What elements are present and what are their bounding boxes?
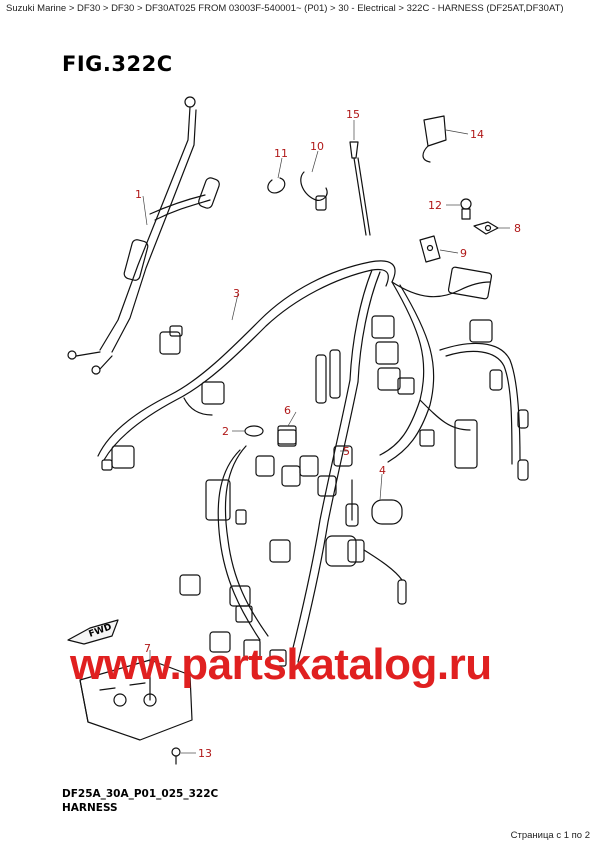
- callout-5: 5: [343, 445, 350, 458]
- page-indicator: Страница с 1 по 2: [510, 830, 590, 841]
- main-harness-part: [97, 260, 521, 663]
- callout-10: 10: [310, 140, 324, 153]
- callout-15: 15: [346, 108, 360, 121]
- callout-4: 4: [379, 464, 386, 477]
- callout-3: 3: [233, 287, 240, 300]
- callout-14: 14: [470, 128, 484, 141]
- callout-8: 8: [514, 222, 521, 235]
- harness-connectors: [101, 266, 529, 667]
- battery-cable-part: [67, 96, 220, 375]
- callout-1: 1: [135, 188, 142, 201]
- watermark: www.partskatalog.ru: [70, 640, 492, 689]
- figure-caption: HARNESS: [62, 802, 118, 814]
- callout-13: 13: [198, 747, 212, 760]
- callout-12: 12: [428, 199, 442, 212]
- callout-7: 7: [144, 642, 151, 655]
- figure-reference: DF25A_30A_P01_025_322C: [62, 788, 219, 800]
- callout-9: 9: [460, 247, 467, 260]
- callout-6: 6: [284, 404, 291, 417]
- breadcrumb: Suzuki Marine > DF30 > DF30 > DF30AT025 …: [6, 3, 564, 14]
- callout-11: 11: [274, 147, 288, 160]
- ground-lead-part: [325, 479, 407, 605]
- callout-2: 2: [222, 425, 229, 438]
- figure-title: FIG.322C: [62, 52, 173, 76]
